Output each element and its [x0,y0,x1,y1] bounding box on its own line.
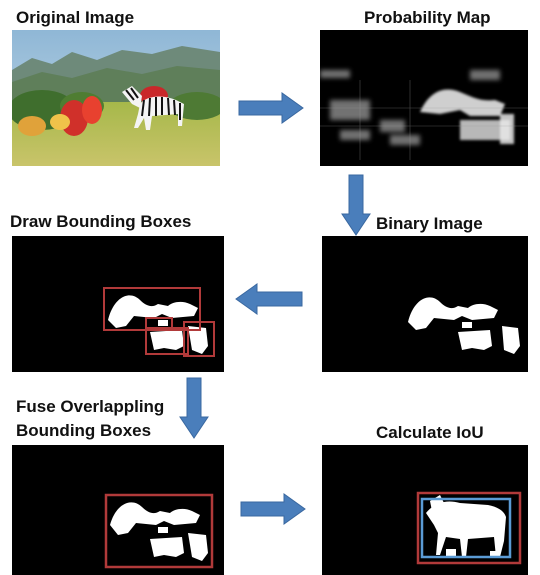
arrow-down-1 [341,174,371,236]
arrow-down-icon [179,377,209,439]
fused-bbox [104,493,214,569]
label-original-image: Original Image [16,8,135,27]
arrow-left-icon [235,283,303,315]
arrow-down-2 [179,377,209,439]
calculate-iou-panel [322,445,528,575]
arrow-right-icon [238,92,304,124]
bbox-small-3 [183,321,215,357]
ground-truth-bbox [420,497,512,559]
probability-map-panel [320,30,528,166]
predicted-bbox [416,491,522,565]
iou-image [416,491,522,565]
binary-image-panel [322,236,528,372]
zebra-silhouette [426,495,506,557]
label-draw-bounding-boxes: Draw Bounding Boxes [10,212,192,231]
zebra-figure [122,86,184,130]
fused-boxes-image [104,493,214,569]
bounding-boxes-image [103,287,215,357]
probability-map-image [320,70,528,160]
zebra-landscape-image [12,30,220,166]
arrow-left-1 [235,283,303,315]
label-probability-map: Probability Map [364,8,491,27]
arrow-right-2 [240,493,306,525]
binary-mask-image [408,297,520,354]
bbox-small-1 [145,317,173,331]
draw-bounding-boxes-panel [12,236,224,372]
label-fuse-line2: Bounding Boxes [16,421,152,440]
arrow-right-icon [240,493,306,525]
label-fuse-line1: Fuse Overlappling [16,397,165,416]
label-calculate-iou: Calculate IoU [376,423,484,442]
original-image-panel [12,30,220,166]
label-binary-image: Binary Image [376,214,483,233]
arrow-right-1 [238,92,304,124]
fuse-boxes-panel [12,445,224,575]
arrow-down-icon [341,174,371,236]
bbox-small-2 [145,327,189,355]
